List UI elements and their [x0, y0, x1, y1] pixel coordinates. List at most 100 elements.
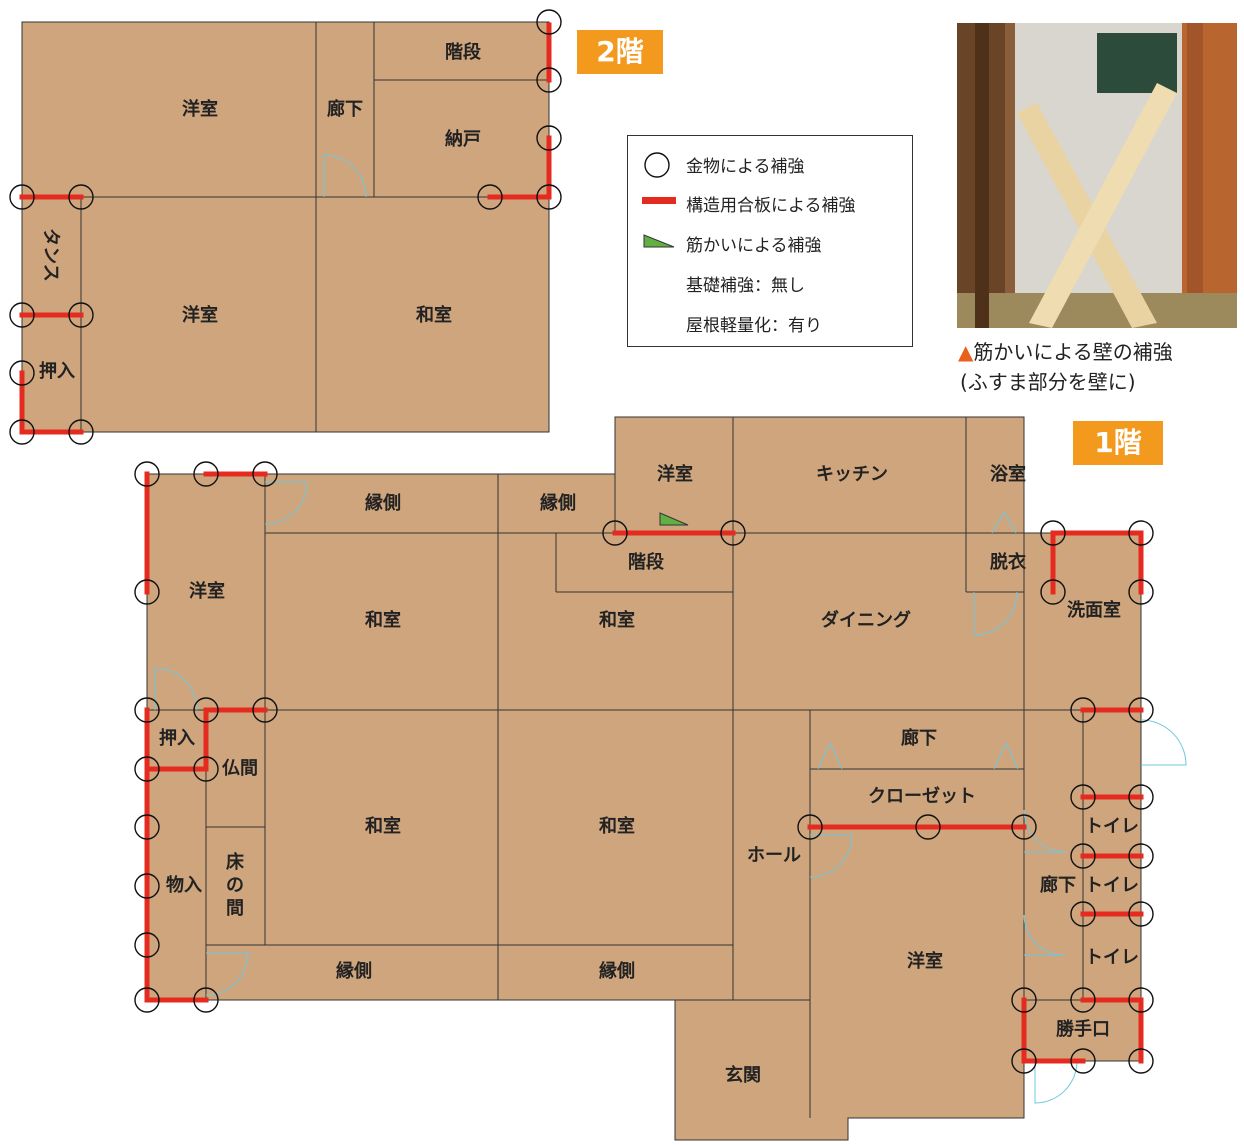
room-label: クローゼット	[868, 785, 976, 807]
hardware-circle-icon	[1040, 579, 1066, 605]
tokonoma-char: 床	[226, 851, 245, 873]
room-label: 縁側	[365, 492, 401, 514]
room-label: ホール	[747, 845, 801, 866]
room-label: 洗面室	[1067, 599, 1121, 621]
hardware-circle-icon	[9, 184, 35, 210]
hardware-circle-icon	[252, 697, 278, 723]
hardware-circle-icon	[1070, 784, 1096, 810]
room-label-tokonoma: 床の間	[226, 851, 245, 919]
hardware-circle-icon	[9, 302, 35, 328]
caption-line-1: 筋かいによる壁の補強	[973, 340, 1173, 364]
circle-icon	[644, 152, 670, 178]
hardware-circle-icon	[9, 419, 35, 445]
hardware-circle-icon	[1128, 1048, 1154, 1074]
hardware-circle-icon	[797, 814, 823, 840]
hardware-circle-icon	[134, 932, 160, 958]
hardware-circle-icon	[536, 125, 562, 151]
hardware-circle-icon	[68, 419, 94, 445]
room-label: トイレ	[1085, 816, 1139, 837]
hardware-circle-icon	[193, 697, 219, 723]
triangle-icon: ▲	[958, 340, 974, 364]
hardware-circle-icon	[536, 184, 562, 210]
room-label: 縁側	[540, 492, 576, 514]
legend-hardware: 金物による補強	[686, 157, 805, 177]
hardware-circle-icon	[134, 873, 160, 899]
floor2-plan	[21, 21, 550, 433]
hardware-circle-icon	[1040, 520, 1066, 546]
legend: 金物による補強 構造用合板による補強 筋かいによる補強 基礎補強：無し 屋根軽量…	[627, 135, 913, 347]
hardware-circle-icon	[193, 756, 219, 782]
room-label: 和室	[599, 609, 635, 631]
floor2-badge: 2階	[577, 30, 663, 74]
room-label: 納戸	[445, 128, 481, 150]
room-label: 脱衣	[990, 551, 1026, 573]
brace-photo	[957, 23, 1237, 328]
hardware-circle-icon	[193, 987, 219, 1013]
hardware-circle-icon	[1011, 814, 1037, 840]
floor2-doors	[323, 154, 367, 198]
hardware-circle-icon	[134, 579, 160, 605]
legend-brace: 筋かいによる補強	[686, 236, 822, 256]
hardware-circle-icon	[252, 461, 278, 487]
legend-plywood: 構造用合板による補強	[686, 196, 856, 216]
hardware-circle-icon	[134, 814, 160, 840]
room-label: 階段	[445, 41, 482, 63]
room-label: 物入	[166, 874, 202, 896]
room-label: 洋室	[189, 580, 225, 602]
room-label: トイレ	[1085, 947, 1139, 968]
hardware-circle-icon	[1128, 987, 1154, 1013]
room-label: ダイニング	[821, 609, 911, 631]
green-triangle-icon	[643, 234, 675, 248]
hardware-markers	[9, 9, 1154, 1074]
hardware-circle-icon	[536, 67, 562, 93]
floor1-doors	[154, 481, 1187, 1104]
room-label: 浴室	[990, 463, 1026, 485]
room-label: 洋室	[657, 463, 693, 485]
floor2-outline	[21, 21, 550, 433]
floor1-outline	[146, 416, 1142, 1141]
room-label: 和室	[599, 815, 635, 837]
brace-marker-icon	[659, 512, 689, 526]
hardware-circle-icon	[134, 756, 160, 782]
hardware-circle-icon	[1128, 520, 1154, 546]
hardware-circle-icon	[1128, 697, 1154, 723]
hardware-circle-icon	[68, 302, 94, 328]
room-label: 洋室	[182, 304, 218, 326]
photo-caption: ▲筋かいによる壁の補強 (ふすま部分を壁に)	[958, 337, 1173, 397]
room-label: トイレ	[1085, 875, 1139, 896]
hardware-circle-icon	[68, 184, 94, 210]
hardware-circle-icon	[915, 814, 941, 840]
hardware-circle-icon	[1011, 987, 1037, 1013]
hardware-circle-icon	[1128, 784, 1154, 810]
room-label: 縁側	[336, 960, 372, 982]
floor1-badge: 1階	[1073, 421, 1163, 465]
room-label-tansu: タンス	[40, 228, 61, 282]
legend-foundation: 基礎補強：無し	[686, 276, 805, 296]
hardware-circle-icon	[720, 520, 746, 546]
tokonoma-char: の	[226, 875, 244, 896]
hardware-circle-icon	[1070, 987, 1096, 1013]
hardware-circle-icon	[1128, 843, 1154, 869]
hardware-circle-icon	[1070, 843, 1096, 869]
room-label: 廊下	[327, 98, 363, 120]
room-label: 階段	[628, 551, 665, 573]
caption-line-2: (ふすま部分を壁に)	[960, 370, 1136, 394]
hardware-circle-icon	[1070, 901, 1096, 927]
hardware-circle-icon	[1128, 901, 1154, 927]
hardware-circle-icon	[536, 9, 562, 35]
room-label: 和室	[365, 815, 401, 837]
room-label: 仏間	[222, 758, 258, 779]
hardware-circle-icon	[1070, 1048, 1096, 1074]
hardware-circle-icon	[9, 360, 35, 386]
room-label: キッチン	[816, 464, 888, 485]
plywood-reinforcement	[19, 22, 1144, 1064]
room-label: 和室	[365, 609, 401, 631]
hardware-circle-icon	[477, 184, 503, 210]
room-label: 縁側	[599, 960, 635, 982]
hardware-circle-icon	[193, 461, 219, 487]
room-label: 洋室	[182, 98, 218, 120]
hardware-circle-icon	[1070, 697, 1096, 723]
hardware-circle-icon	[134, 987, 160, 1013]
room-label: 押入	[39, 360, 75, 382]
